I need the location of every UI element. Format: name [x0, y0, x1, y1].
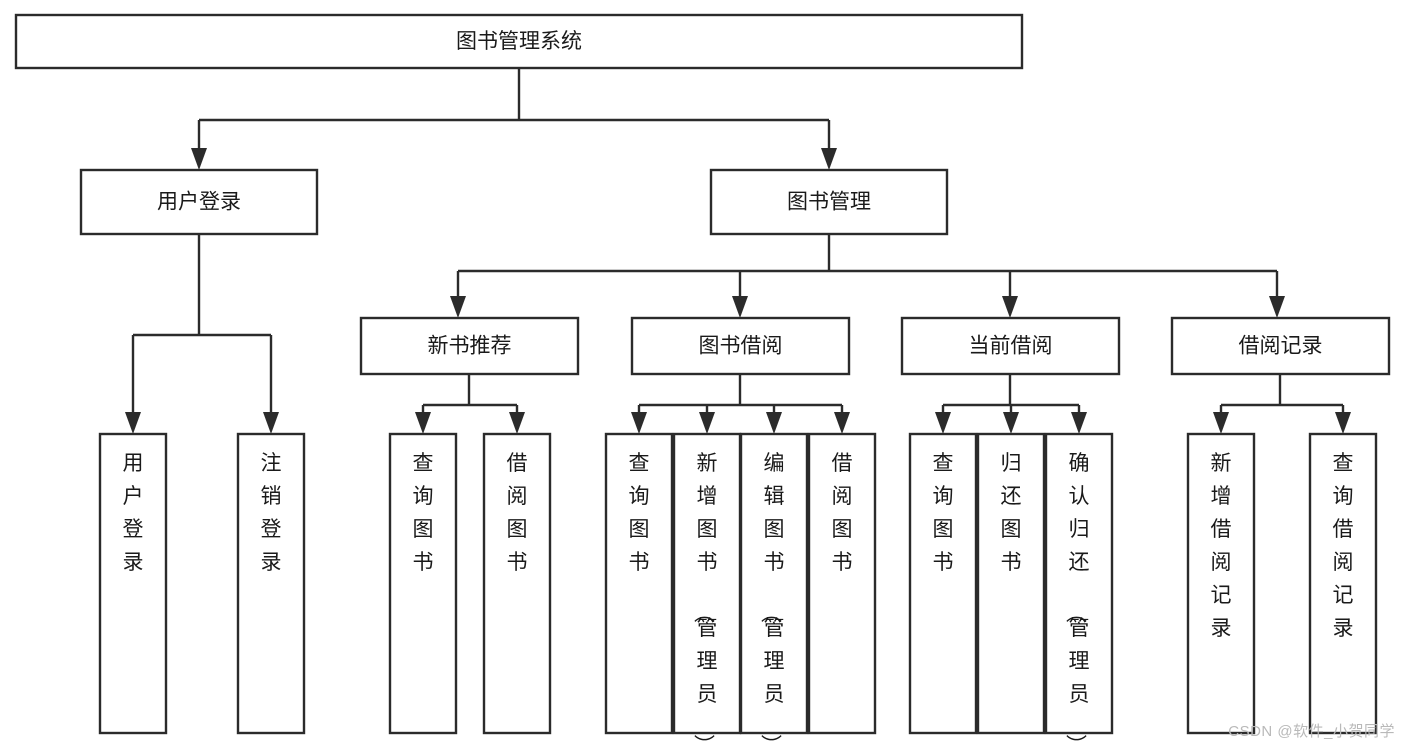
node-label: 当前借阅 [969, 335, 1053, 358]
node-box[interactable] [14, 13, 1024, 70]
node-label: 借阅图书 [832, 452, 853, 574]
node-label: 查询图书 [413, 452, 434, 574]
node-label: 查询借阅记录 [1333, 452, 1354, 640]
node-label: 图书借阅 [699, 335, 783, 358]
node-box[interactable] [1044, 432, 1114, 735]
arrowhead-icon [1213, 412, 1229, 434]
connector-group-borrow [631, 374, 850, 434]
node-box[interactable] [388, 432, 458, 735]
node-box[interactable] [807, 432, 877, 735]
connector-group-record [1213, 374, 1351, 434]
connector-group-bookmgmt [450, 234, 1285, 318]
node-box[interactable] [1308, 432, 1378, 735]
node-label: 新增图书（管理员） [692, 452, 718, 747]
connector-group-root [191, 68, 837, 170]
arrowhead-icon [699, 412, 715, 434]
connector-group-login [125, 234, 279, 434]
arrowhead-icon [766, 412, 782, 434]
node-label: 用户登录 [123, 452, 144, 574]
connector-layer [125, 68, 1351, 434]
arrowhead-icon [732, 296, 748, 318]
node-box[interactable] [908, 432, 978, 735]
node-label: 确认归还（管理员） [1064, 452, 1090, 747]
node-leaf-bo-edit[interactable]: 编辑图书（管理员） [739, 432, 809, 747]
arrowhead-icon [631, 412, 647, 434]
node-label: 查询图书 [629, 452, 650, 574]
node-leaf-bo-add[interactable]: 新增图书（管理员） [672, 432, 742, 747]
node-box[interactable] [672, 432, 742, 735]
node-box[interactable] [482, 432, 552, 735]
node-box[interactable] [630, 316, 851, 376]
arrowhead-icon [450, 296, 466, 318]
node-label: 新增借阅记录 [1211, 452, 1232, 640]
arrowhead-icon [935, 412, 951, 434]
node-label: 注销登录 [261, 452, 282, 574]
arrowhead-icon [1002, 296, 1018, 318]
node-label: 图书管理 [787, 191, 871, 214]
node-box[interactable] [359, 316, 580, 376]
node-root[interactable]: 图书管理系统 [14, 13, 1024, 70]
node-current[interactable]: 当前借阅 [900, 316, 1121, 376]
arrowhead-icon [263, 412, 279, 434]
node-box[interactable] [236, 432, 306, 735]
node-box[interactable] [1186, 432, 1256, 735]
node-leaf-user-logout[interactable]: 注销登录 [236, 432, 306, 735]
node-bookmgmt[interactable]: 图书管理 [709, 168, 949, 236]
arrowhead-icon [821, 148, 837, 170]
node-newbook[interactable]: 新书推荐 [359, 316, 580, 376]
arrowhead-icon [1269, 296, 1285, 318]
node-box[interactable] [709, 168, 949, 236]
node-box[interactable] [98, 432, 168, 735]
arrowhead-icon [191, 148, 207, 170]
arrowhead-icon [1003, 412, 1019, 434]
node-label: 图书管理系统 [456, 30, 582, 53]
node-box[interactable] [604, 432, 674, 735]
node-leaf-re-query[interactable]: 查询借阅记录 [1308, 432, 1378, 735]
node-borrow[interactable]: 图书借阅 [630, 316, 851, 376]
node-label: 归还图书 [1001, 452, 1022, 574]
connector-group-newbook [415, 374, 525, 434]
node-login[interactable]: 用户登录 [79, 168, 319, 236]
node-layer: 图书管理系统用户登录图书管理新书推荐图书借阅当前借阅借阅记录用户登录注销登录查询… [14, 13, 1391, 747]
node-record[interactable]: 借阅记录 [1170, 316, 1391, 376]
arrowhead-icon [125, 412, 141, 434]
node-box[interactable] [739, 432, 809, 735]
node-label: 新书推荐 [428, 335, 512, 358]
node-box[interactable] [976, 432, 1046, 735]
node-label: 用户登录 [157, 191, 241, 214]
node-leaf-cu-query[interactable]: 查询图书 [908, 432, 978, 735]
arrowhead-icon [1071, 412, 1087, 434]
arrowhead-icon [834, 412, 850, 434]
arrowhead-icon [1335, 412, 1351, 434]
node-leaf-bo-borrow[interactable]: 借阅图书 [807, 432, 877, 735]
arrowhead-icon [509, 412, 525, 434]
node-label: 借阅图书 [507, 452, 528, 574]
csdn-watermark: CSDN @软件_小贺同学 [1228, 723, 1395, 740]
node-box[interactable] [1170, 316, 1391, 376]
node-leaf-user-login[interactable]: 用户登录 [98, 432, 168, 735]
node-box[interactable] [900, 316, 1121, 376]
node-leaf-re-add[interactable]: 新增借阅记录 [1186, 432, 1256, 735]
node-label: 编辑图书（管理员） [759, 452, 785, 747]
node-leaf-cu-return[interactable]: 归还图书 [976, 432, 1046, 735]
arrowhead-icon [415, 412, 431, 434]
node-label: 借阅记录 [1239, 335, 1323, 358]
node-leaf-nb-query[interactable]: 查询图书 [388, 432, 458, 735]
node-leaf-bo-query[interactable]: 查询图书 [604, 432, 674, 735]
node-leaf-cu-confirm[interactable]: 确认归还（管理员） [1044, 432, 1114, 747]
node-label: 查询图书 [933, 452, 954, 574]
node-leaf-nb-borrow[interactable]: 借阅图书 [482, 432, 552, 735]
node-box[interactable] [79, 168, 319, 236]
connector-group-current [935, 374, 1087, 434]
